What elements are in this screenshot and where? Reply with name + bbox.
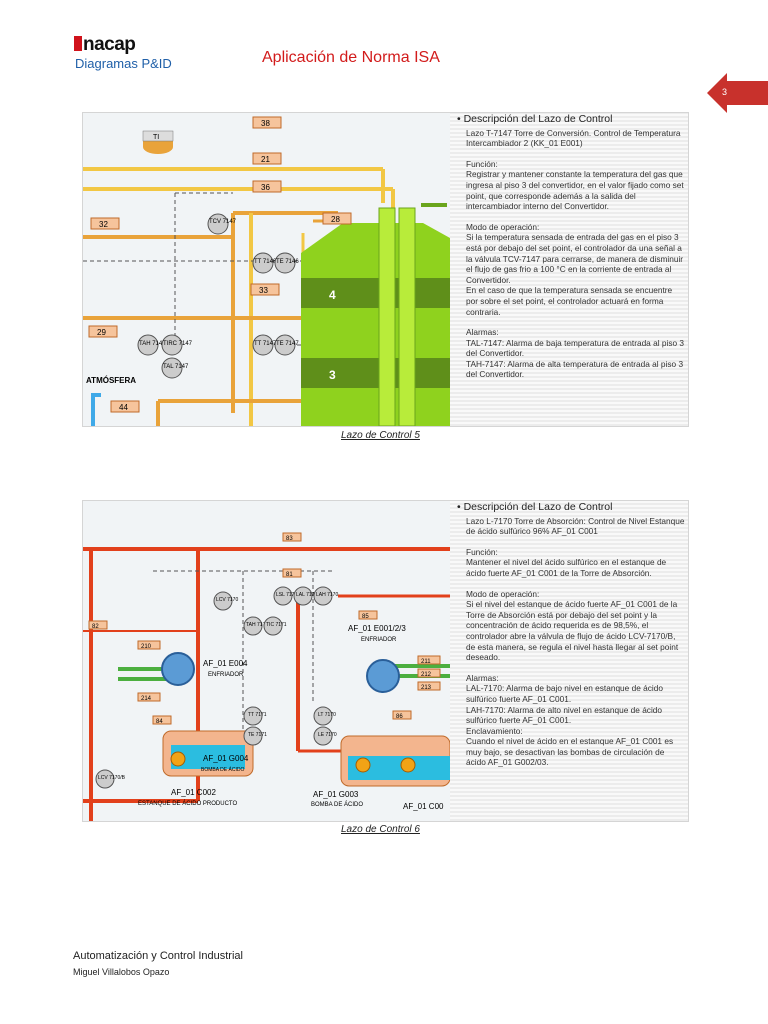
inacap-logo: nacap [74, 34, 136, 56]
box-38: 38 [261, 119, 270, 128]
lcv-7170-label: LCV 7170 [216, 597, 238, 603]
c002-label: AF_01 C002 [171, 788, 216, 797]
te-7146-label: TE 7146 [276, 259, 299, 265]
c001-label: AF_01 C00 [403, 802, 444, 811]
box-210: 210 [141, 644, 152, 650]
description-lazo-6: Descripción del Lazo de Control Lazo L-7… [457, 502, 685, 778]
footer-author: Miguel Villalobos Opazo [73, 967, 170, 977]
tt-7147-label: TT 7147 [254, 341, 277, 347]
te-7147-label: TE 7147 [276, 341, 299, 347]
caption-lazo-6: Lazo de Control 6 [341, 824, 420, 835]
g003-sublabel: BOMBA DE ÁCIDO [311, 801, 363, 808]
description-function: Función: Registrar y mantener constante … [466, 158, 684, 212]
floor-3-label: 3 [329, 368, 336, 382]
box-81: 81 [286, 572, 293, 578]
footer-course: Automatización y Control Industrial [73, 950, 243, 962]
te-7171-label: TE 7171 [248, 732, 267, 738]
description-heading: Descripción del Lazo de Control [457, 502, 685, 513]
e001-sublabel: ENFRIADOR [361, 637, 397, 643]
box-32: 32 [99, 220, 108, 229]
tic-7171-label: TIC 7171 [266, 622, 287, 628]
box-36: 36 [261, 183, 270, 192]
c002-sublabel: ESTANQUE DE ÁCIDO PRODUCTO [138, 800, 237, 807]
caption-lazo-5: Lazo de Control 5 [341, 430, 420, 441]
description-operation-mode: Modo de operación: Si el nivel del estan… [466, 588, 679, 663]
atmosphere-label: ATMÓSFERA [86, 376, 136, 385]
ti-label: TI [153, 134, 159, 141]
g003-label: AF_01 G003 [313, 790, 359, 799]
tt-7171-label: TT 7171 [248, 712, 267, 718]
figure-panel-lazo-6: AF_01 E004 ENFRIADOR AF_01 E001/2/3 ENFR… [82, 500, 689, 822]
header-subtitle: Diagramas P&ID [75, 56, 172, 71]
tal-7147-label: TAL 7147 [163, 364, 189, 370]
logo-mark [74, 36, 82, 51]
box-85: 85 [362, 614, 369, 620]
description-intro: Lazo T-7147 Torre de Conversión. Control… [466, 127, 681, 149]
box-211: 211 [421, 659, 431, 665]
box-212: 212 [421, 672, 432, 678]
box-44: 44 [119, 403, 128, 412]
figure-panel-lazo-5: 4 3 TI 38 21 36 32 28 33 29 44 TCV 7147 … [82, 112, 689, 427]
box-213: 213 [421, 685, 432, 691]
box-86: 86 [396, 714, 403, 720]
document-title: Aplicación de Norma ISA [262, 49, 440, 66]
tah-7171-label: TAH 7171 [246, 622, 268, 628]
description-intro: Lazo L-7170 Torre de Absorción: Control … [466, 515, 685, 537]
lsl-7170-label: LSL 7170 [276, 592, 297, 598]
lah-7170-label: LAH 7170 [316, 592, 338, 598]
tirc-7147-label: TIRC 7147 [163, 341, 193, 347]
box-214: 214 [141, 696, 152, 702]
tcv-7147-label: TCV 7147 [209, 219, 237, 225]
g004-label: AF_01 G004 [203, 754, 249, 763]
box-29: 29 [97, 328, 106, 337]
description-lazo-5: Descripción del Lazo de Control Lazo T-7… [457, 114, 685, 390]
tah-7147-label: TAH 7147 [139, 341, 166, 347]
box-84: 84 [156, 719, 163, 725]
description-heading: Descripción del Lazo de Control [457, 114, 685, 125]
box-21: 21 [261, 155, 270, 164]
box-83: 83 [286, 536, 293, 542]
box-82: 82 [92, 624, 99, 630]
description-function: Función: Mantener el nivel del ácido sul… [466, 546, 667, 578]
description-operation-mode: Modo de operación: Si la temperatura sen… [466, 221, 684, 317]
le-7170-label: LE 7170 [318, 732, 337, 738]
description-alarms: Alarmas: TAL-7147: Alarma de baja temper… [466, 327, 685, 380]
floor-4-label: 4 [329, 288, 336, 302]
box-28: 28 [331, 215, 340, 224]
lt-7170-label: LT 7170 [318, 712, 336, 718]
page-number: 3 [722, 87, 728, 97]
page-number-arrow-icon [707, 73, 768, 113]
g004-sublabel: BOMBA DE ÁCIDO [201, 766, 244, 773]
e004-sublabel: ENFRIADOR [208, 672, 244, 678]
e001-label: AF_01 E001/2/3 [348, 624, 406, 633]
e004-label: AF_01 E004 [203, 659, 248, 668]
logo-text: nacap [83, 34, 136, 55]
description-alarms: Alarmas: LAL-7170: Alarma de bajo nivel … [466, 672, 674, 768]
pid-diagram-lazo-5: 4 3 TI 38 21 36 32 28 33 29 44 TCV 7147 … [83, 113, 450, 426]
lal-7170-label: LAL 7170 [296, 592, 317, 598]
lcv-7170b-label: LCV 7170/B [98, 775, 126, 781]
tt-7146-label: TT 7146 [254, 259, 277, 265]
pid-diagram-lazo-6: AF_01 E004 ENFRIADOR AF_01 E001/2/3 ENFR… [83, 501, 450, 821]
box-33: 33 [259, 286, 268, 295]
